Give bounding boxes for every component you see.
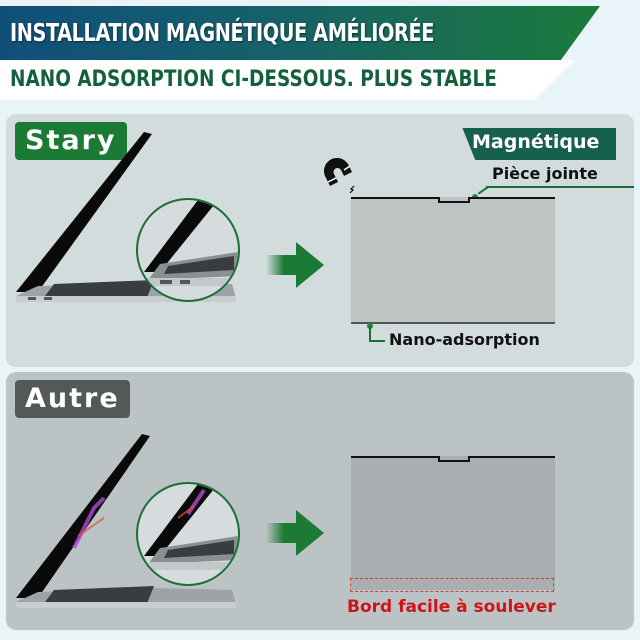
magnetic-strip [351, 197, 555, 203]
arrow-right-icon [266, 510, 324, 556]
arrow-right-icon [266, 242, 324, 288]
banner-subtitle: NANO ADSORPTION CI-DESSOUS. PLUS STABLE [10, 67, 497, 92]
stary-tag: Stary [15, 122, 127, 160]
lift-edge-label: Bord facile à soulever [347, 597, 556, 617]
callout-line [477, 186, 489, 195]
nano-adsorption-strip [351, 322, 555, 324]
laptop-icon [16, 434, 236, 608]
autre-tag: Autre [15, 380, 130, 418]
panel-autre: Autre Bord facile à soulever [6, 372, 634, 630]
zoom-circle [136, 198, 240, 302]
banner-sub-band: NANO ADSORPTION CI-DESSOUS. PLUS STABLE [0, 60, 575, 100]
callout-line [369, 326, 371, 340]
magnet-icon [324, 158, 355, 194]
magnetic-label: Magnétique [472, 131, 600, 153]
lift-edge-highlight [350, 578, 554, 592]
screen-filter-diagram [351, 456, 555, 590]
panel-stary: Stary Magnétique Pièce jointe [6, 114, 634, 367]
banner-title: INSTALLATION MAGNÉTIQUE AMÉLIORÉE [10, 18, 435, 47]
callout-line [369, 340, 385, 342]
header-banner: INSTALLATION MAGNÉTIQUE AMÉLIORÉE NANO A… [0, 0, 640, 110]
magnetic-tag [462, 128, 616, 160]
nano-adsorption-label: Nano-adsorption [389, 330, 540, 349]
screen-filter-diagram [351, 197, 555, 324]
zoom-circle [136, 482, 240, 586]
top-strip [351, 456, 555, 462]
callout-line [486, 186, 634, 188]
banner-main-band: INSTALLATION MAGNÉTIQUE AMÉLIORÉE [0, 6, 600, 64]
attachment-label: Pièce jointe [492, 164, 598, 183]
